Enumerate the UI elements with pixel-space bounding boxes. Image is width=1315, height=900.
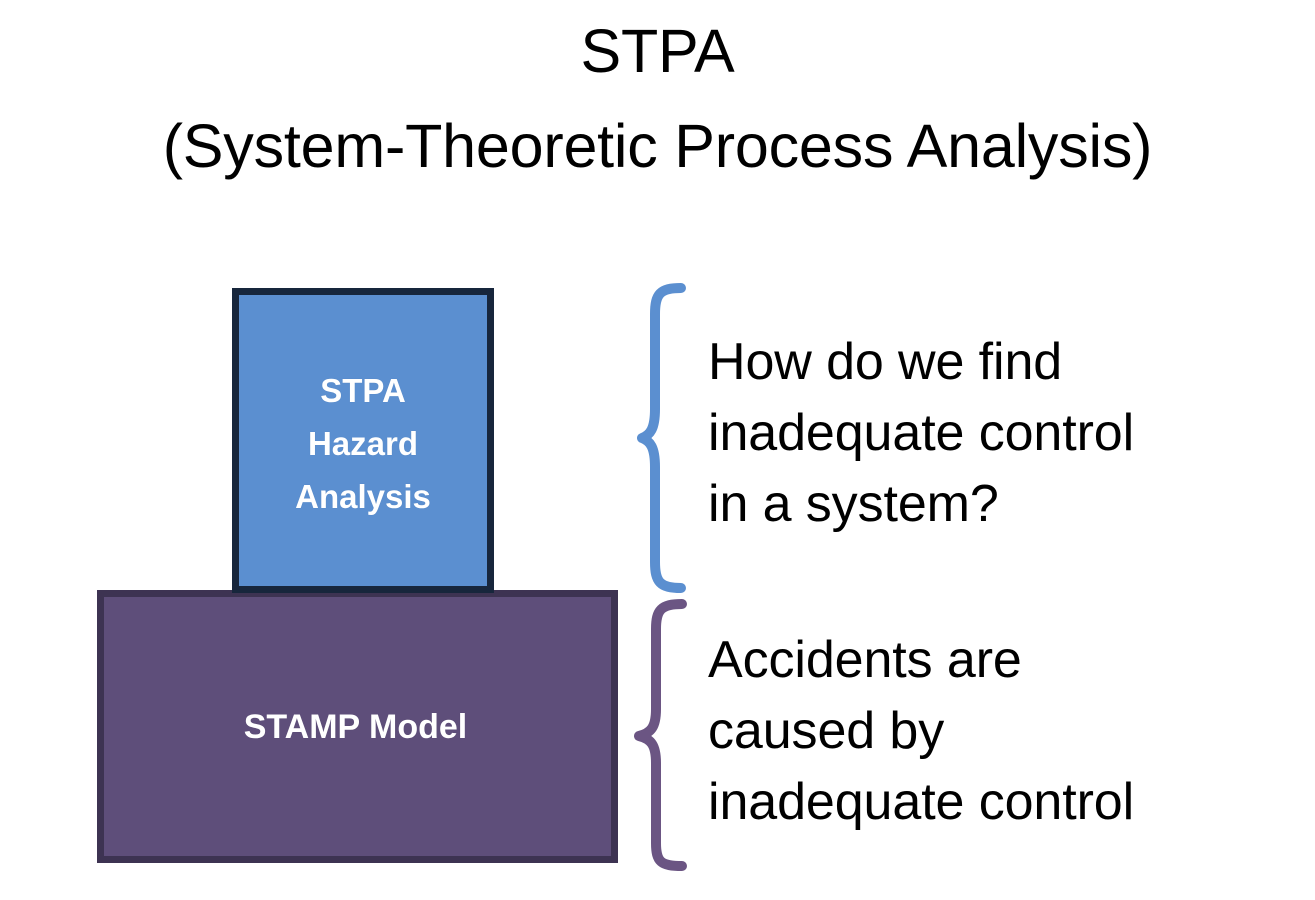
upper-annotation-line-1: How do we find (708, 333, 1063, 391)
stamp-model-box-label: STAMP Model (243, 707, 468, 746)
page-title: STPA (System-Theoretic Process Analysis) (0, 4, 1315, 194)
lower-annotation-line-1: Accidents are (708, 631, 1022, 689)
upper-annotation-line-3: in a system? (708, 475, 999, 533)
stamp-model-box[interactable]: STAMP Model (97, 590, 618, 863)
lower-curly-brace-icon (630, 596, 692, 877)
stpa-hazard-analysis-box-label: STPA Hazard Analysis (295, 364, 431, 523)
title-line-secondary: (System-Theoretic Process Analysis) (162, 112, 1153, 180)
stpa-box-line-3: Analysis (295, 478, 431, 515)
title-line-primary: STPA (580, 17, 735, 85)
lower-annotation-text: Accidents are caused by inadequate contr… (708, 625, 1208, 838)
stpa-box-line-1: STPA (320, 372, 406, 409)
upper-annotation-line-2: inadequate control (708, 404, 1135, 462)
lower-annotation-line-3: inadequate control (708, 773, 1135, 831)
upper-curly-brace-icon (636, 282, 696, 599)
stpa-box-line-2: Hazard (307, 425, 419, 462)
upper-annotation-text: How do we find inadequate control in a s… (708, 327, 1208, 540)
lower-annotation-line-2: caused by (708, 702, 945, 760)
stpa-hazard-analysis-box[interactable]: STPA Hazard Analysis (232, 288, 494, 593)
